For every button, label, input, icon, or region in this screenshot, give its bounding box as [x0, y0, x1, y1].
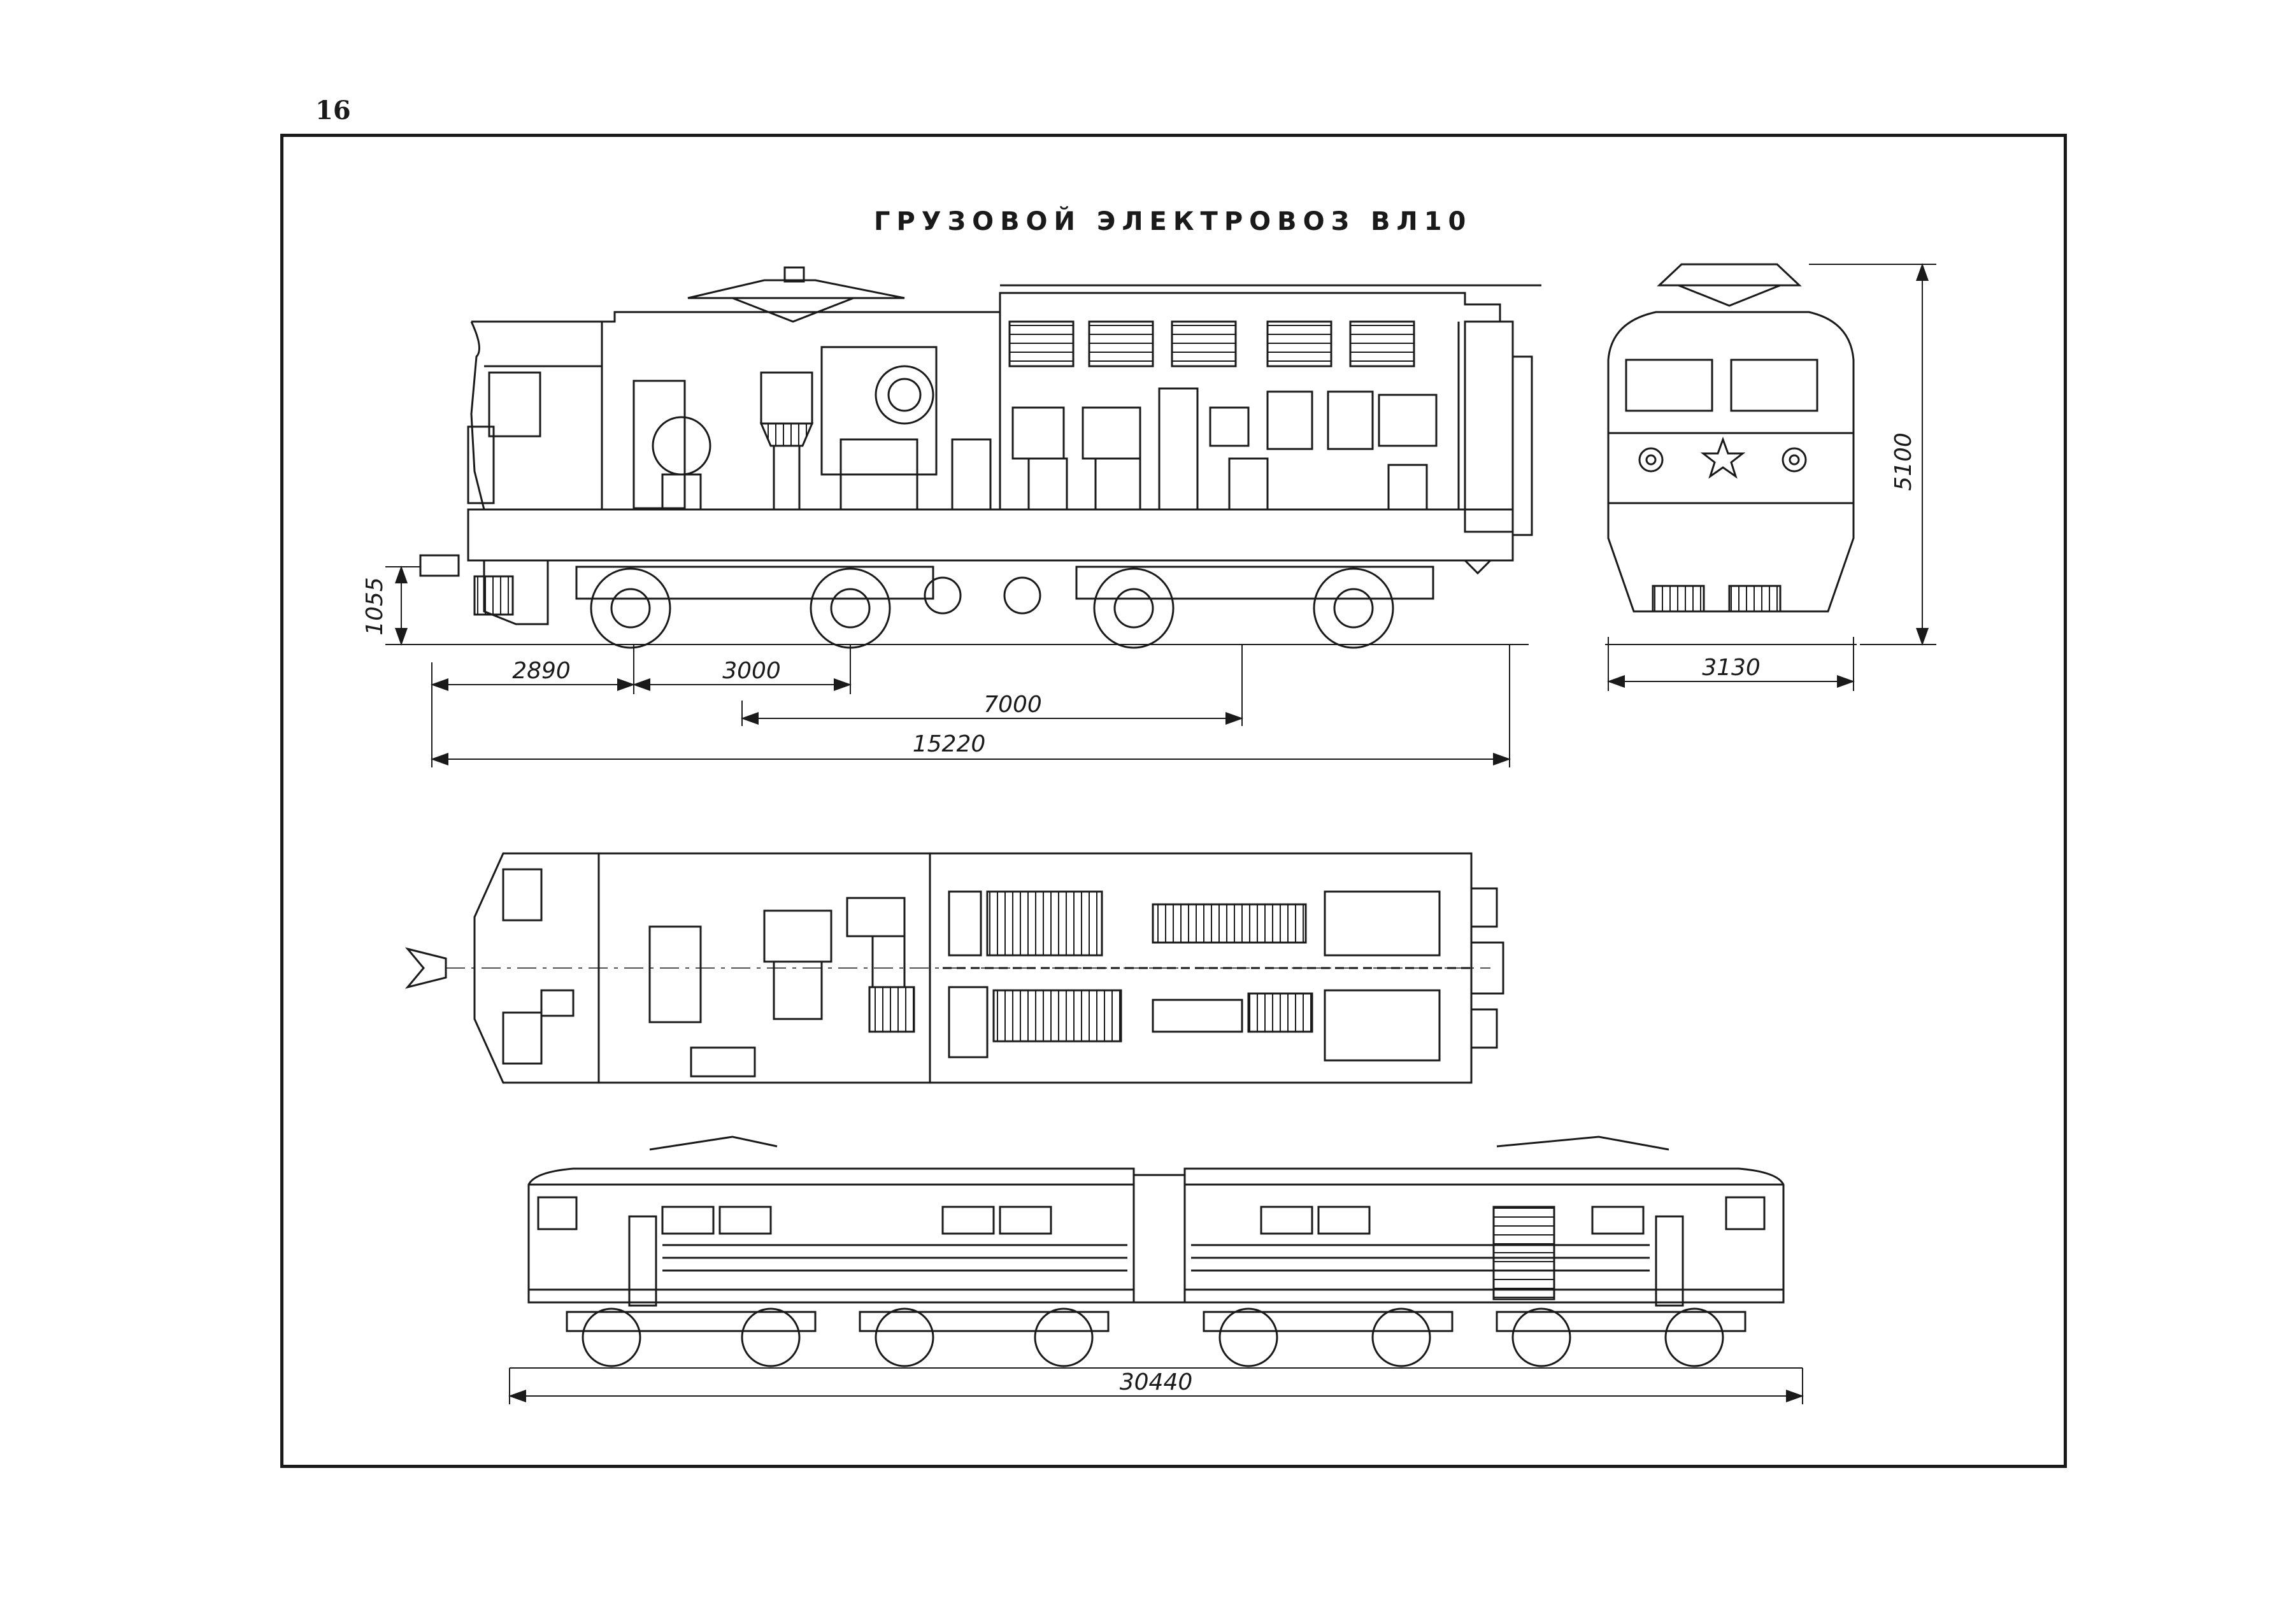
- red-star-icon: [1700, 436, 1746, 479]
- coupled-view-dimensions: [508, 1368, 1804, 1404]
- end-view: [1605, 263, 1857, 645]
- dim-bogie-centers: 7000: [983, 692, 1042, 718]
- bogie-rear: [1075, 566, 1434, 649]
- coupled-side-view: [510, 1136, 1803, 1369]
- dim-overall-length: 30440: [1120, 1369, 1193, 1395]
- dim-front-overhang: 2890: [512, 658, 571, 684]
- drawing-title: ГРУЗОВОЙ ЭЛЕКТРОВОЗ ВЛ10: [874, 207, 1473, 236]
- coupled-bogies: [566, 1307, 1747, 1367]
- dim-section-length: 15220: [913, 731, 986, 757]
- side-section-view: [408, 266, 1541, 649]
- bogie-front: [575, 566, 934, 649]
- dim-body-width: 3130: [1702, 655, 1761, 681]
- pantograph-icon: [687, 266, 905, 323]
- dim-axle-base: 3000: [722, 658, 781, 684]
- drawing-frame: [280, 134, 2067, 1468]
- dim-overall-height: 5100: [1890, 432, 1917, 491]
- side-view-dimensions: [385, 566, 1511, 767]
- dim-buffer-height: 1055: [362, 577, 388, 636]
- end-view-dimensions: [1607, 263, 1936, 691]
- page-number: 16: [315, 96, 351, 125]
- plan-view: [404, 852, 1504, 1084]
